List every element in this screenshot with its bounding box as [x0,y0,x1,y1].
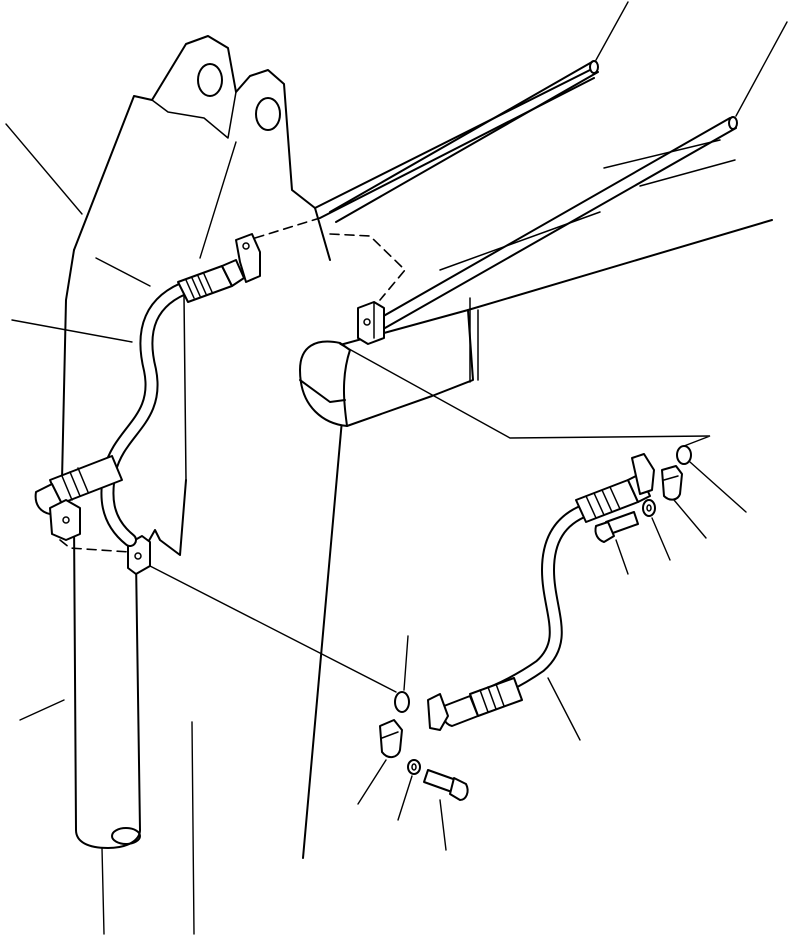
hose-installed-upper-fitting [177,233,261,303]
split-flange-lower [357,719,403,805]
lift-cylinder [73,519,151,849]
o-ring-lower [394,635,410,713]
connection-leader [149,565,397,693]
hose-exploded-upper-fitting [575,453,655,523]
callout-leaders [5,123,237,935]
bolt-upper [594,511,639,575]
connection-leader-upper [339,343,711,447]
hose-installed [34,233,261,547]
hose-exploded [427,453,655,741]
washer-upper [642,499,671,561]
bolt-lower [423,769,469,851]
hydraulic-tube-upper [329,1,629,223]
hydraulic-tube-lower [379,21,788,329]
split-flange-upper [661,465,707,539]
washer-lower [397,759,421,821]
boom-frame [59,35,773,859]
o-ring-upper [676,445,747,513]
hose-installed-lower-fitting [34,455,123,541]
hose-exploded-lower-fitting [427,677,523,731]
tube-port-block [357,301,385,345]
